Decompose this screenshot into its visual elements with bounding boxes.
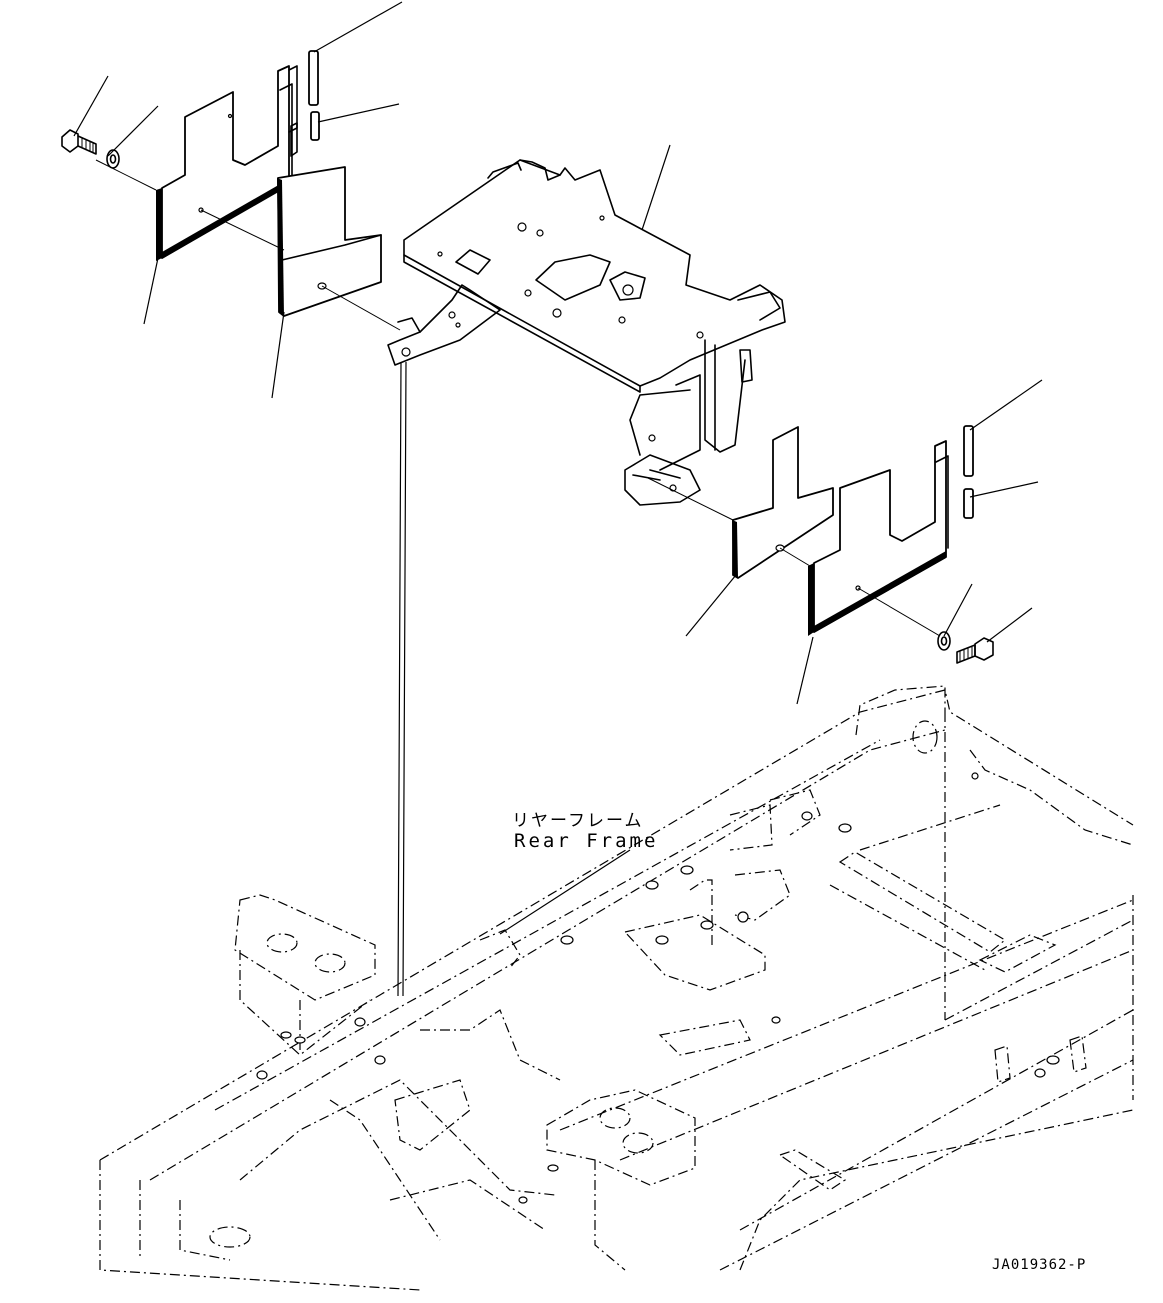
left-hardware-group bbox=[61, 50, 401, 331]
washer-right bbox=[937, 631, 951, 651]
rear-frame bbox=[99, 685, 1134, 1291]
bolt-right bbox=[956, 637, 994, 664]
spacer-right bbox=[732, 426, 834, 579]
washer-left bbox=[106, 149, 120, 169]
rear-frame-label-jp: リヤーフレーム bbox=[512, 811, 644, 831]
seal-strips-left bbox=[288, 50, 320, 157]
drawing-number: JA019362-P bbox=[992, 1257, 1087, 1273]
seal-strips-right bbox=[963, 425, 974, 519]
leader-lines bbox=[73, 1, 1043, 997]
cover-plate-left bbox=[156, 65, 293, 261]
rear-frame-leader bbox=[499, 849, 631, 935]
bolt-left bbox=[61, 129, 97, 155]
floor-mount-bracket bbox=[387, 159, 786, 506]
spacer-left bbox=[277, 166, 382, 317]
right-hardware-group bbox=[647, 425, 994, 664]
rear-frame-label-en: Rear Frame bbox=[514, 830, 659, 852]
frame-bosses bbox=[256, 811, 1060, 1204]
cover-plate-right bbox=[808, 440, 949, 636]
